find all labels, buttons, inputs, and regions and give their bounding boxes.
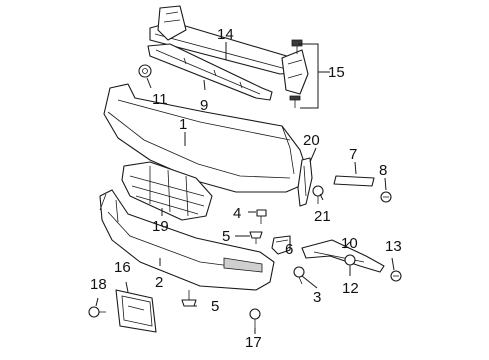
side-molding: [297, 157, 313, 207]
clip-21: [312, 185, 324, 204]
callout-4: 4: [233, 205, 242, 222]
callout-2: 2: [155, 274, 164, 291]
callout-7: 7: [349, 146, 358, 163]
leader-lines: [95, 42, 395, 334]
screw-17: [249, 308, 261, 328]
callout-21: 21: [314, 208, 331, 225]
bracket-bolts: [289, 39, 303, 108]
callout-19: 19: [152, 218, 169, 235]
reinforcement-beam: [149, 5, 309, 95]
callout-17: 17: [245, 334, 262, 351]
grille: [121, 161, 213, 221]
fog-bracket-6: [271, 235, 291, 255]
callout-8: 8: [379, 162, 388, 179]
clip-5-upper: [249, 231, 263, 244]
callout-10: 10: [341, 235, 358, 252]
clip-5-lower: [181, 290, 197, 307]
callout-9: 9: [200, 97, 209, 114]
fastener-8: [380, 191, 392, 203]
callout-12: 12: [342, 280, 359, 297]
callout-6: 6: [285, 241, 294, 258]
bolt-4: [256, 209, 267, 224]
callout-15: 15: [328, 64, 345, 81]
lower-bumper: [99, 189, 275, 291]
emblem-strip: [333, 175, 375, 187]
lower-molding: [301, 239, 385, 273]
callout-16: 16: [114, 259, 131, 276]
callout-14: 14: [217, 26, 234, 43]
push-clip-11: [138, 64, 152, 78]
license-bracket: [115, 289, 157, 333]
callout-11: 11: [152, 91, 168, 108]
callout-13: 13: [385, 238, 402, 255]
screw-13: [390, 270, 402, 282]
callout-5-lower: 5: [211, 298, 220, 315]
callout-1: 1: [179, 116, 188, 133]
callout-3: 3: [313, 289, 322, 306]
absorber-bracket: [147, 43, 273, 101]
callout-5-upper: 5: [222, 228, 231, 245]
callout-20: 20: [303, 132, 320, 149]
callout-18: 18: [90, 276, 107, 293]
screw-3: [293, 266, 305, 285]
screw-18: [88, 306, 106, 318]
